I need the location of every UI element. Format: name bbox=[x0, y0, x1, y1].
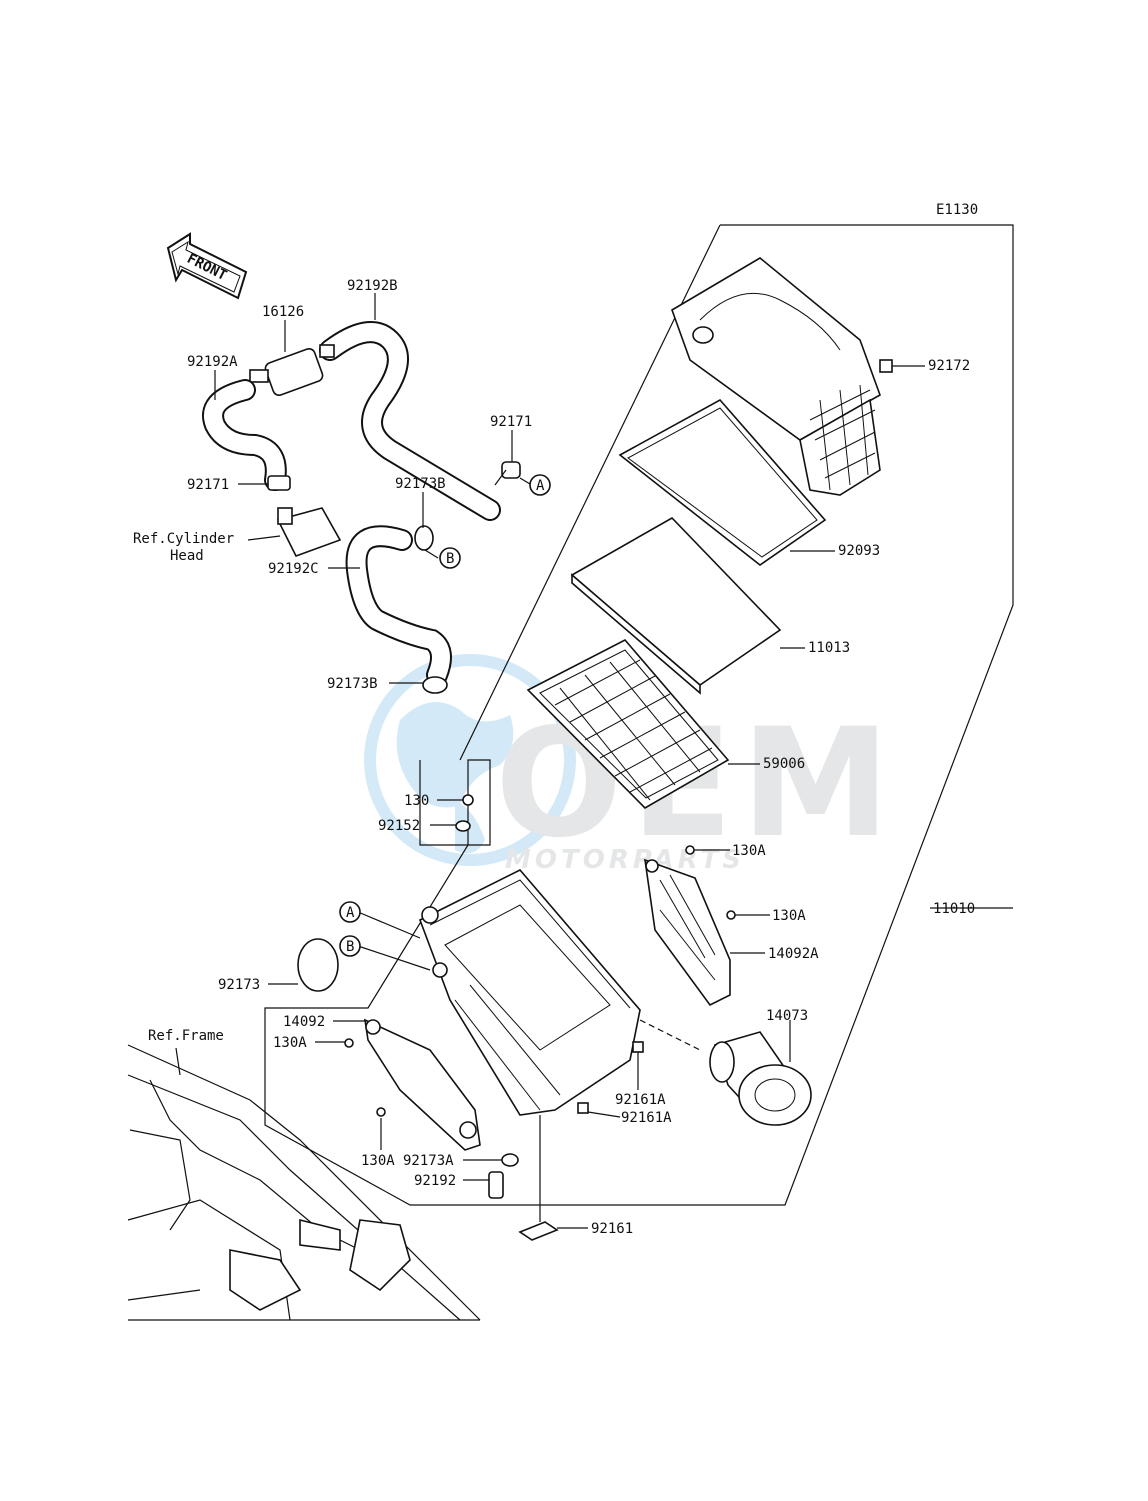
assembly-outline bbox=[264, 224, 1014, 1206]
label-92093: 92093 bbox=[838, 543, 880, 559]
label-92171-top: 92171 bbox=[490, 414, 532, 430]
clip-92161a-1 bbox=[632, 1041, 644, 1053]
label-ref-cylinder-1: Ref.Cylinder bbox=[133, 531, 234, 547]
label-130a-3: 130A bbox=[273, 1035, 307, 1051]
bracket-14092 bbox=[363, 1018, 481, 1151]
label-92161a-2: 92161A bbox=[621, 1110, 672, 1126]
label-92161: 92161 bbox=[591, 1221, 633, 1237]
band-92173 bbox=[297, 938, 339, 992]
bolt-130a-4 bbox=[376, 1107, 386, 1117]
label-130: 130 bbox=[404, 793, 429, 809]
label-14092: 14092 bbox=[283, 1014, 325, 1030]
label-92173: 92173 bbox=[218, 977, 260, 993]
hose-92192b bbox=[319, 321, 501, 521]
label-ref-frame: Ref.Frame bbox=[148, 1028, 224, 1044]
air-cleaner-cover bbox=[671, 257, 881, 496]
reed-valve-cover bbox=[276, 507, 342, 557]
screen-59006 bbox=[526, 638, 730, 810]
bolt-92172 bbox=[879, 359, 893, 373]
label-ref-cylinder-2: Head bbox=[170, 548, 204, 564]
label-130a-1: 130A bbox=[732, 843, 766, 859]
label-92173a: 92173A bbox=[403, 1153, 454, 1169]
ref-circle-a-top: A bbox=[529, 474, 551, 496]
bracket-14092a bbox=[644, 858, 731, 1007]
duct-14073 bbox=[709, 1031, 812, 1126]
clamp-92173b-mid bbox=[422, 676, 448, 694]
bolt-130a-2 bbox=[726, 910, 736, 920]
svg-text:A: A bbox=[346, 905, 355, 921]
hose-92192a bbox=[202, 379, 287, 491]
label-92161a-1: 92161A bbox=[615, 1092, 666, 1108]
leader-lines bbox=[175, 293, 1013, 1229]
pad-92161 bbox=[518, 1221, 559, 1241]
clamp-92171-top bbox=[501, 461, 521, 479]
label-92192c: 92192C bbox=[268, 561, 319, 577]
gasket-92093 bbox=[618, 398, 827, 566]
label-92173b-top: 92173B bbox=[395, 476, 446, 492]
ref-circle-a-bottom: A bbox=[339, 901, 361, 923]
label-130a-2: 130A bbox=[772, 908, 806, 924]
air-box-body bbox=[418, 869, 641, 1116]
diagram-code: E1130 bbox=[936, 202, 978, 218]
bolt-130 bbox=[462, 794, 474, 806]
label-11010: 11010 bbox=[933, 901, 975, 917]
label-92173b-mid: 92173B bbox=[327, 676, 378, 692]
ref-circle-b-top: B bbox=[439, 547, 461, 569]
label-59006: 59006 bbox=[763, 756, 805, 772]
label-92192: 92192 bbox=[414, 1173, 456, 1189]
svg-text:A: A bbox=[536, 478, 545, 494]
svg-text:B: B bbox=[446, 551, 454, 567]
bolt-130a-1 bbox=[685, 845, 695, 855]
hose-92192c bbox=[345, 525, 452, 686]
label-92152: 92152 bbox=[378, 818, 420, 834]
ref-circle-b-bottom: B bbox=[339, 935, 361, 957]
clamp-92173b-top bbox=[414, 525, 434, 551]
washer-92152 bbox=[455, 820, 471, 832]
frame-reference bbox=[127, 1044, 481, 1321]
label-130a-4: 130A bbox=[361, 1153, 395, 1169]
label-92192a: 92192A bbox=[187, 354, 238, 370]
label-11013: 11013 bbox=[808, 640, 850, 656]
clip-92161a-2 bbox=[577, 1102, 589, 1114]
clamp-92171-left bbox=[267, 475, 291, 491]
front-arrow-icon: FRONT bbox=[166, 232, 248, 300]
hose-92192 bbox=[488, 1171, 504, 1199]
valve-16126 bbox=[249, 344, 335, 396]
svg-text:B: B bbox=[346, 939, 354, 955]
label-14092a: 14092A bbox=[768, 946, 819, 962]
label-92172: 92172 bbox=[928, 358, 970, 374]
label-16126: 16126 bbox=[262, 304, 304, 320]
bolt-130a-3 bbox=[344, 1038, 354, 1048]
label-92171-left: 92171 bbox=[187, 477, 229, 493]
label-92192b: 92192B bbox=[347, 278, 398, 294]
label-14073: 14073 bbox=[766, 1008, 808, 1024]
clamp-92173a bbox=[501, 1153, 519, 1167]
